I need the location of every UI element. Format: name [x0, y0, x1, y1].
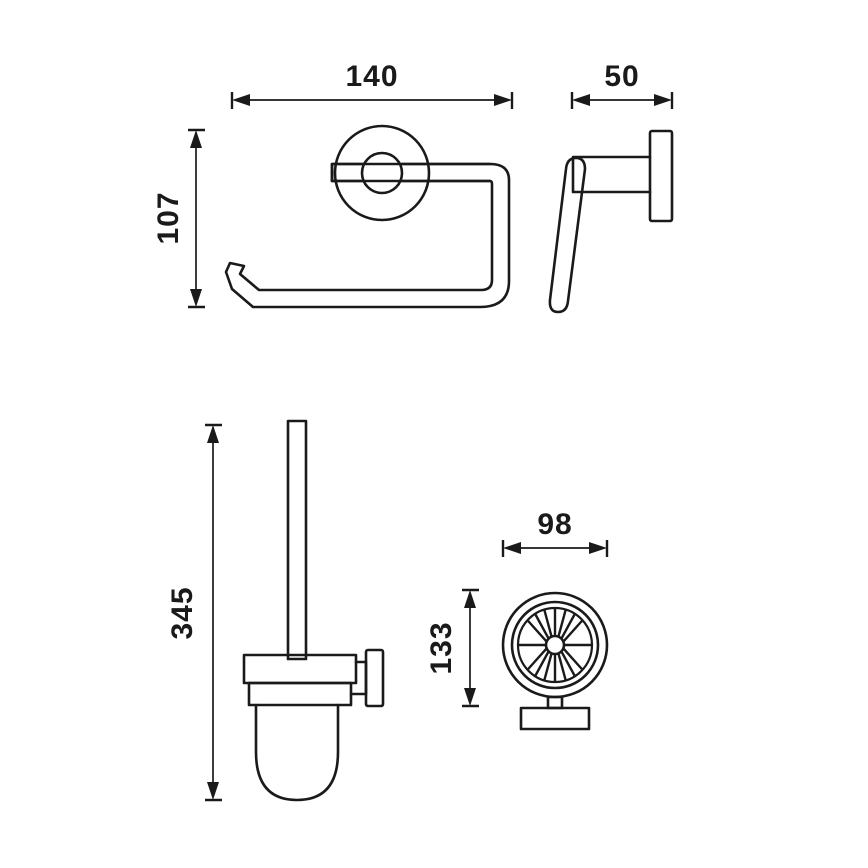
brush-handle — [286, 419, 308, 661]
brush-head-bristle-spokes — [518, 608, 592, 682]
view-toilet-brush-holder-top: 98 133 — [425, 508, 609, 731]
dimension-98: 98 — [501, 508, 609, 557]
brush-head-hub-circle — [544, 634, 566, 656]
brush-wall-plate — [364, 648, 385, 708]
dimension-133: 133 — [425, 588, 479, 708]
brush-collar-lower — [247, 681, 353, 707]
side-mounting-arm — [571, 155, 652, 194]
dim-133-arrow-top — [464, 590, 476, 608]
view-toilet-paper-holder-front: 140 107 — [152, 60, 514, 309]
paper-holder-bar-left-stub — [330, 162, 364, 183]
paper-holder-wall-plate-inner-circle — [360, 151, 404, 195]
dim-107-label: 107 — [152, 191, 185, 244]
dim-50-arrow-right — [654, 94, 672, 106]
brush-glass-cup — [254, 703, 340, 802]
dimension-50: 50 — [570, 60, 674, 109]
dim-107-arrow-top — [190, 130, 202, 148]
paper-holder-wall-plate-outer-circle — [333, 124, 431, 222]
dim-140-label: 140 — [345, 60, 398, 93]
dimension-345: 345 — [166, 423, 222, 802]
dim-133-arrow-bottom — [464, 688, 476, 706]
brush-head-middle-circle — [510, 600, 600, 690]
view-toilet-paper-holder-side: 50 — [548, 60, 674, 314]
paper-holder-bar-right-segment — [400, 162, 492, 183]
dim-98-label: 98 — [537, 508, 572, 541]
dim-140-arrow-right — [494, 94, 512, 106]
dim-107-arrow-bottom — [190, 289, 202, 307]
dim-98-arrow-left — [503, 542, 521, 554]
dim-50-label: 50 — [604, 60, 639, 93]
side-holder-arm-profile — [548, 156, 587, 314]
dim-133-label: 133 — [425, 621, 458, 674]
dim-345-arrow-bottom — [207, 782, 219, 800]
dim-50-arrow-left — [572, 94, 590, 106]
dimension-140: 140 — [230, 60, 514, 109]
dim-140-arrow-left — [232, 94, 250, 106]
dim-345-arrow-top — [207, 425, 219, 443]
brush-wall-bracket-neck — [349, 660, 368, 696]
side-wall-plate — [648, 129, 674, 223]
brush-head-stem — [546, 695, 564, 710]
dim-98-arrow-right — [589, 542, 607, 554]
brush-head-base-plate — [519, 706, 591, 731]
view-toilet-brush-holder-front: 345 — [166, 419, 385, 802]
dim-345-label: 345 — [166, 586, 199, 639]
dimension-107: 107 — [152, 128, 205, 309]
